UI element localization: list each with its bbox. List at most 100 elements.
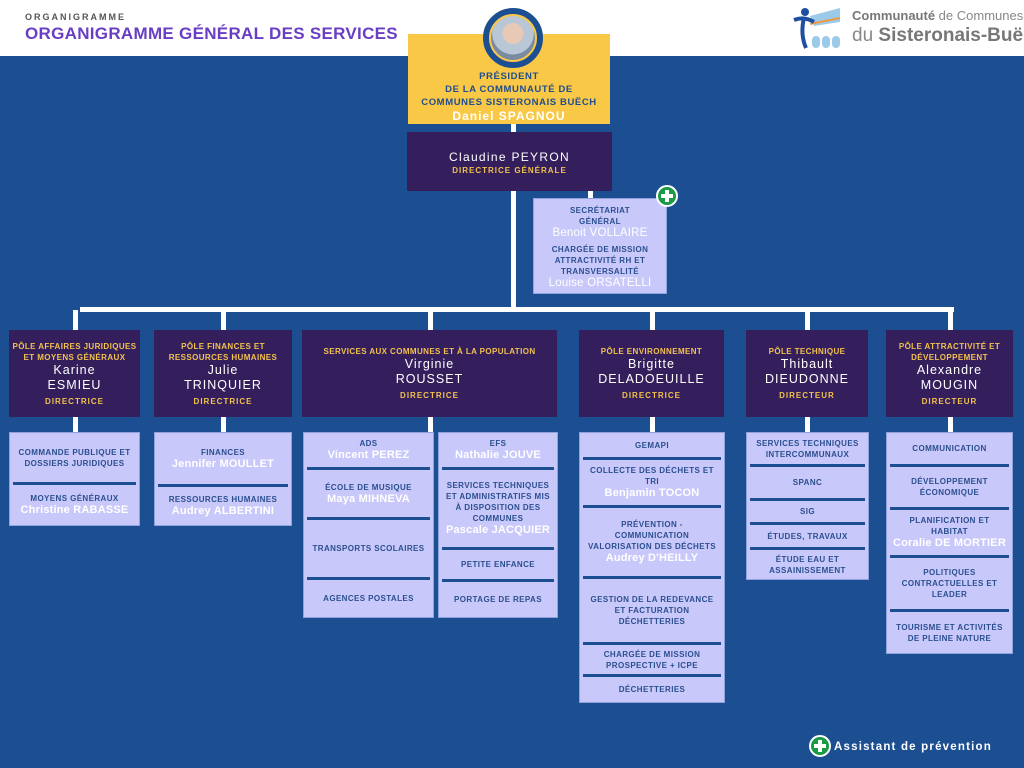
connector-line [805, 415, 810, 433]
pole-director-role: DIRECTRICE [45, 396, 104, 406]
connector-line [221, 415, 226, 433]
mission-name: Louise ORSATELLI [548, 277, 652, 289]
service-item: PORTAGE DE REPAS [442, 582, 554, 617]
pole-director-first-name: Virginie [404, 357, 455, 371]
connector-line [588, 190, 593, 200]
service-title: ÉTUDES, TRAVAUX [767, 531, 848, 541]
pole-director-first-name: Alexandre [916, 362, 983, 377]
logo-text: Communauté [852, 8, 936, 23]
pole-director-last-name: ESMIEU [47, 377, 102, 392]
legend-label: Assistant de prévention [834, 741, 992, 753]
service-item: PRÉVENTION - COMMUNICATION VALORISATION … [583, 508, 721, 579]
pole-title: PÔLE ENVIRONNEMENT [600, 347, 703, 356]
connector-line [428, 310, 433, 332]
pole-director-role: DIRECTRICE [400, 391, 459, 400]
secretariat-box: SECRÉTARIAT GÉNÉRAL Benoit VOLLAIRE CHAR… [533, 198, 667, 294]
pole-title: SERVICES AUX COMMUNES ET À LA POPULATION [323, 347, 536, 356]
service-item: DÉVELOPPEMENT ÉCONOMIQUE [890, 467, 1009, 510]
services-box: COMMANDE PUBLIQUE ET DOSSIERS JURIDIQUES… [9, 432, 140, 526]
service-title: EFS [489, 439, 507, 448]
service-title: RESSOURCES HUMAINES [168, 495, 278, 504]
pole-director-role: DIRECTEUR [779, 391, 835, 400]
pole-box: PÔLE ENVIRONNEMENT Brigitte DELADOEUILLE… [579, 330, 724, 417]
pole-box: PÔLE FINANCES ET RESSOURCES HUMAINES Jul… [154, 330, 292, 417]
service-item: AGENCES POSTALES [307, 580, 430, 617]
service-manager-name: Audrey D'HEILLY [605, 552, 699, 564]
service-title: AGENCES POSTALES [323, 594, 414, 603]
service-item: DÉCHETTERIES [583, 677, 721, 702]
connector-line [948, 310, 953, 332]
service-manager-name: Nathalie JOUVE [455, 449, 541, 461]
service-title: DÉVELOPPEMENT ÉCONOMIQUE [911, 477, 988, 497]
president-photo [483, 8, 543, 68]
service-item: SERVICES TECHNIQUES INTERCOMMUNAUX [750, 433, 865, 467]
service-title: FINANCES [200, 447, 246, 457]
pole-box: PÔLE ATTRACTIVITÉ ET DÉVELOPPEMENT Alexa… [886, 330, 1013, 417]
connector-line [650, 310, 655, 332]
service-title: ADS [359, 439, 378, 448]
connector-line [948, 415, 953, 433]
secretariat-name: Benoit VOLLAIRE [552, 227, 648, 239]
service-item: SPANC [750, 467, 865, 501]
connector-line [805, 310, 810, 332]
president-title: DE LA COMMUNAUTÉ DE [445, 84, 573, 95]
pole-box: PÔLE TECHNIQUE Thibault DIEUDONNE DIRECT… [746, 330, 868, 417]
service-manager-name: Benjamin TOCON [604, 487, 700, 499]
service-manager-name: Vincent PEREZ [327, 449, 410, 461]
general-director-box: Claudine PEYRON DIRECTRICE GÉNÉRALE [407, 132, 612, 191]
pole-title: PÔLE FINANCES ET RESSOURCES HUMAINES [168, 341, 278, 362]
service-title: MOYENS GÉNÉRAUX [30, 494, 119, 503]
service-item: TRANSPORTS SCOLAIRES [307, 520, 430, 580]
service-item: CHARGÉE DE MISSION PROSPECTIVE + ICPE [583, 645, 721, 677]
service-title: COMMANDE PUBLIQUE ET DOSSIERS JURIDIQUES [18, 447, 131, 468]
pole-title: PÔLE ATTRACTIVITÉ ET DÉVELOPPEMENT [898, 341, 1001, 362]
service-title: CHARGÉE DE MISSION PROSPECTIVE + ICPE [603, 649, 701, 670]
pole-director-role: DIRECTEUR [921, 396, 978, 406]
service-item: SIG [750, 501, 865, 525]
logo-text: Sisteronais-Buëch [878, 25, 1024, 46]
service-title: TRANSPORTS SCOLAIRES [312, 544, 425, 553]
service-item: ÉTUDES, TRAVAUX [750, 525, 865, 550]
logo-text: du [852, 25, 879, 46]
services-box: COMMUNICATION DÉVELOPPEMENT ÉCONOMIQUE PLA… [886, 432, 1013, 654]
service-item: GESTION DE LA REDEVANCE ET FACTURATION D… [583, 579, 721, 645]
pole-director-last-name: ROUSSET [395, 372, 464, 386]
service-title: TOURISME ET ACTIVITÉS DE PLEINE NATURE [896, 622, 1003, 643]
president-name: Daniel SPAGNOU [452, 109, 566, 123]
pole-box: SERVICES AUX COMMUNES ET À LA POPULATION… [302, 330, 557, 417]
service-item: POLITIQUES CONTRACTUELLES ET LEADER [890, 558, 1009, 612]
pole-title: PÔLE AFFAIRES JURIDIQUES ET MOYENS GÉNÉR… [12, 341, 137, 362]
service-item: GEMAPI [583, 433, 721, 460]
service-title: COLLECTE DES DÉCHETS ET TRI [590, 466, 714, 486]
service-title: DÉCHETTERIES [618, 685, 686, 694]
service-item: COMMUNICATION [890, 433, 1009, 467]
service-title: PETITE ENFANCE [460, 560, 536, 569]
service-manager-name: Coralie DE MORTIER [892, 537, 1006, 549]
page-kicker: ORGANIGRAMME [25, 12, 126, 22]
service-title: SIG [800, 507, 815, 516]
service-manager-name: Christine RABASSE [20, 504, 129, 516]
connector-line [511, 120, 516, 310]
service-manager-name: Pascale JACQUIER [445, 524, 551, 536]
connector-line [650, 415, 655, 433]
general-director-name: Claudine PEYRON [449, 150, 570, 164]
pole-director-role: DIRECTRICE [622, 391, 681, 400]
service-item: TOURISME ET ACTIVITÉS DE PLEINE NATURE [890, 612, 1009, 653]
service-title: SPANC [792, 478, 823, 487]
service-title: ÉTUDE EAU ET ASSAINISSEMENT [769, 554, 846, 575]
pole-director-first-name: Julie [207, 362, 239, 377]
service-title: GESTION DE LA REDEVANCE ET FACTURATION D… [590, 595, 714, 626]
service-title: ÉCOLE DE MUSIQUE [325, 482, 412, 492]
service-item: SERVICES TECHNIQUES ET ADMINISTRATIFS MI… [442, 470, 554, 550]
connector-line [221, 310, 226, 332]
service-title: COMMUNICATION [912, 444, 987, 453]
